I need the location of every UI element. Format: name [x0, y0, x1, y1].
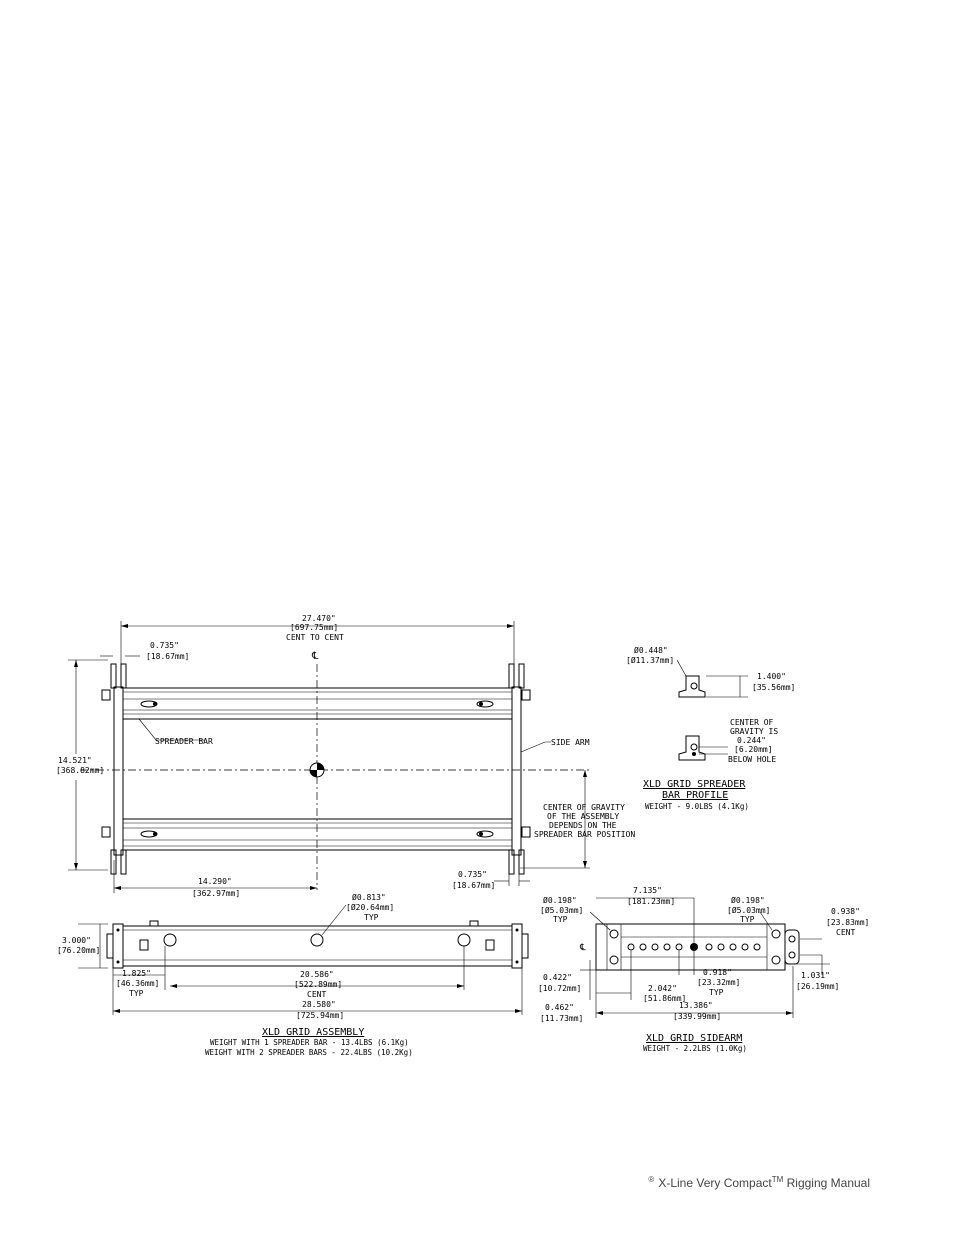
profile-dim-hole: Ø0.448": [634, 645, 668, 655]
grid-top-view: 27.470" [697.75mm] CENT TO CENT 0.735" […: [56, 614, 635, 898]
side-dim-hole-note: TYP: [364, 913, 379, 922]
profile-cog-5: BELOW HOLE: [728, 755, 776, 764]
dim-height-mm: [368.82mm]: [56, 766, 104, 775]
profile-dim-height-mm: [35.56mm]: [752, 683, 795, 692]
cog-note-line-2: OF THE ASSEMBLY: [547, 812, 619, 821]
sidearm-dim-hole-right-note: TYP: [740, 915, 755, 924]
side-dim-offset-note: TYP: [129, 989, 144, 998]
grid-side-view: Ø0.813" [Ø20.64mm] TYP 3.000" [76.20mm] …: [57, 892, 529, 1057]
sidearm-dim-1031: 1.031": [801, 971, 830, 980]
dim-width-mm: [697.75mm]: [290, 623, 338, 632]
sidearm-dim-0918-mm: [23.32mm]: [697, 978, 740, 987]
sidearm-dim-hole-left: Ø0.198": [543, 895, 577, 905]
profile-weight: WEIGHT - 9.0LBS (4.1Kg): [645, 802, 749, 811]
side-dim-height-mm: [76.20mm]: [57, 946, 100, 955]
sidearm-dim-hole-right-mm: [Ø5.03mm]: [727, 905, 770, 915]
dim-width-label: 27.470": [302, 614, 336, 623]
sidearm-dim-0422: 0.422": [543, 973, 572, 982]
sidearm-dim-0918: 0.918": [703, 968, 732, 977]
dim-half-mm: [362.97mm]: [192, 889, 240, 898]
side-dim-span: 20.586": [300, 970, 334, 979]
footer-suffix: Rigging Manual: [783, 1176, 870, 1190]
assembly-weight-1: WEIGHT WITH 1 SPREADER BAR - 13.4LBS (6.…: [210, 1038, 409, 1047]
sidearm-dim-7135: 7.135": [633, 886, 662, 895]
sidearm-dim-hole-right: Ø0.198": [731, 895, 765, 905]
spreader-profile-view: Ø0.448" [Ø11.37mm] 1.400" [35.56mm] CENT…: [626, 645, 795, 811]
sidearm-dim-2042: 2.042": [648, 984, 677, 993]
cog-note-line-1: CENTER OF GRAVITY: [543, 803, 625, 812]
sidearm-dim-cent-mm: [23.83mm]: [826, 918, 869, 927]
profile-dim-height: 1.400": [757, 672, 786, 681]
center-of-gravity-icon: [309, 762, 325, 778]
sidearm-centerline: ℄: [579, 943, 586, 953]
side-dim-hole: Ø0.813": [352, 892, 386, 902]
sidearm-dim-hole-left-note: TYP: [553, 915, 568, 924]
sidearm-dim-13386-mm: [339.99mm]: [673, 1012, 721, 1021]
side-dim-height: 3.000": [62, 936, 91, 945]
cog-note-line-4: SPREADER BAR POSITION: [534, 830, 635, 839]
dim-arm-top: 0.735": [150, 641, 179, 650]
dim-width-note: CENT TO CENT: [286, 633, 344, 642]
assembly-weight-2: WEIGHT WITH 2 SPREADER BARS - 22.4LBS (1…: [205, 1048, 413, 1057]
side-dim-total-mm: [725.94mm]: [296, 1011, 344, 1020]
sidearm-dim-cent: 0.938": [831, 907, 860, 916]
trademark-symbol: TM: [771, 1175, 784, 1184]
sidearm-dim-cent-note: CENT: [836, 928, 855, 937]
label-side-arm: SIDE ARM: [551, 738, 590, 747]
sidearm-title: XLD GRID SIDEARM: [646, 1033, 742, 1044]
sidearm-dim-13386: 13.386": [679, 1001, 713, 1010]
profile-title-2: BAR PROFILE: [662, 790, 728, 801]
assembly-title: XLD GRID ASSEMBLY: [262, 1027, 364, 1038]
sidearm-dim-7135-mm: [181.23mm]: [627, 897, 675, 906]
registered-symbol: ®: [648, 1175, 655, 1184]
sidearm-dim-2042-mm: [51.86mm]: [643, 994, 686, 1003]
profile-cog-2: GRAVITY IS: [730, 727, 778, 736]
sidearm-dim-0462: 0.462": [545, 1003, 574, 1012]
side-dim-offset-mm: [46.36mm]: [116, 979, 159, 988]
label-spreader-bar: SPREADER BAR: [155, 737, 213, 746]
dim-arm-bottom-mm: [18.67mm]: [452, 881, 495, 890]
profile-cog-3: 0.244": [737, 736, 766, 745]
centerline-symbol: ℄: [311, 651, 319, 662]
dim-arm-bottom: 0.735": [458, 870, 487, 879]
page-footer: ®X-Line Very CompactTM Rigging Manual: [648, 1175, 870, 1190]
profile-dim-hole-mm: [Ø11.37mm]: [626, 655, 674, 665]
profile-cog-4: [6.20mm]: [734, 745, 773, 754]
sidearm-weight: WEIGHT - 2.2LBS (1.0Kg): [643, 1044, 747, 1053]
cog-note-line-3: DEPENDS ON THE: [549, 821, 617, 830]
sidearm-view: ℄ Ø0.198" [Ø5.03mm] TYP 7.135" [181.23mm…: [538, 886, 869, 1053]
sidearm-dim-hole-left-mm: [Ø5.03mm]: [540, 905, 583, 915]
profile-cog-1: CENTER OF: [730, 718, 774, 727]
side-dim-span-note: CENT: [307, 990, 326, 999]
dim-half-label: 14.290": [198, 877, 232, 886]
side-dim-total: 28.580": [302, 1000, 336, 1009]
side-dim-offset: 1.825": [122, 969, 151, 978]
sidearm-dim-0422-mm: [10.72mm]: [538, 984, 581, 993]
side-dim-span-mm: [522.89mm]: [294, 980, 342, 989]
dim-height-label: 14.521": [58, 756, 92, 765]
sidearm-dim-1031-mm: [26.19mm]: [796, 982, 839, 991]
footer-product-name: X-Line Very Compact: [658, 1176, 772, 1190]
profile-title-1: XLD GRID SPREADER: [643, 779, 746, 790]
side-dim-hole-mm: [Ø20.64mm]: [346, 902, 394, 912]
sidearm-dim-0462-mm: [11.73mm]: [540, 1014, 583, 1023]
sidearm-dim-0918-note: TYP: [709, 988, 724, 997]
dim-arm-top-mm: [18.67mm]: [146, 652, 189, 661]
